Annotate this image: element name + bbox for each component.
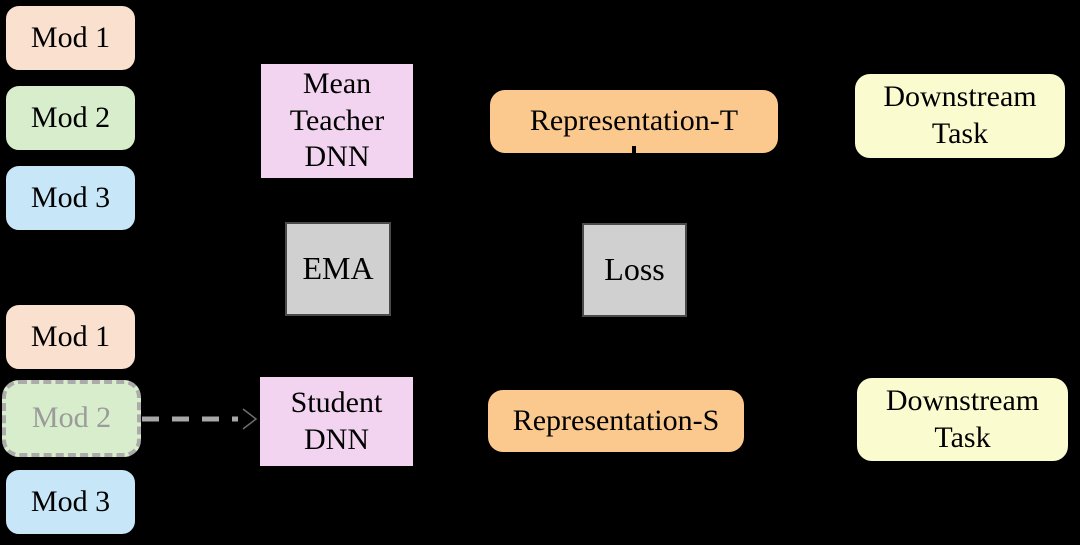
dashed-arrow-head (242, 408, 258, 430)
node-loss: Loss (582, 223, 687, 317)
node-mod2-bottom-dashed: Mod 2 (2, 380, 141, 457)
dashed-arrow (142, 408, 258, 430)
node-downstream-task-top: Downstream Task (853, 72, 1067, 160)
node-mod1-bottom: Mod 1 (4, 303, 137, 371)
node-downstream-task-bottom: Downstream Task (855, 376, 1070, 463)
node-ema: EMA (285, 222, 391, 316)
arrow-tick-rep-t (632, 146, 636, 156)
node-mean-teacher-dnn: Mean Teacher DNN (259, 62, 415, 180)
node-mod2-top: Mod 2 (4, 84, 137, 152)
node-mod3-bottom: Mod 3 (4, 468, 137, 536)
node-representation-t: Representation-T (490, 90, 778, 153)
node-mod3-top: Mod 3 (4, 164, 137, 232)
node-representation-s: Representation-S (488, 390, 744, 452)
node-mod1-top: Mod 1 (4, 4, 137, 72)
node-student-dnn: Student DNN (258, 375, 415, 468)
